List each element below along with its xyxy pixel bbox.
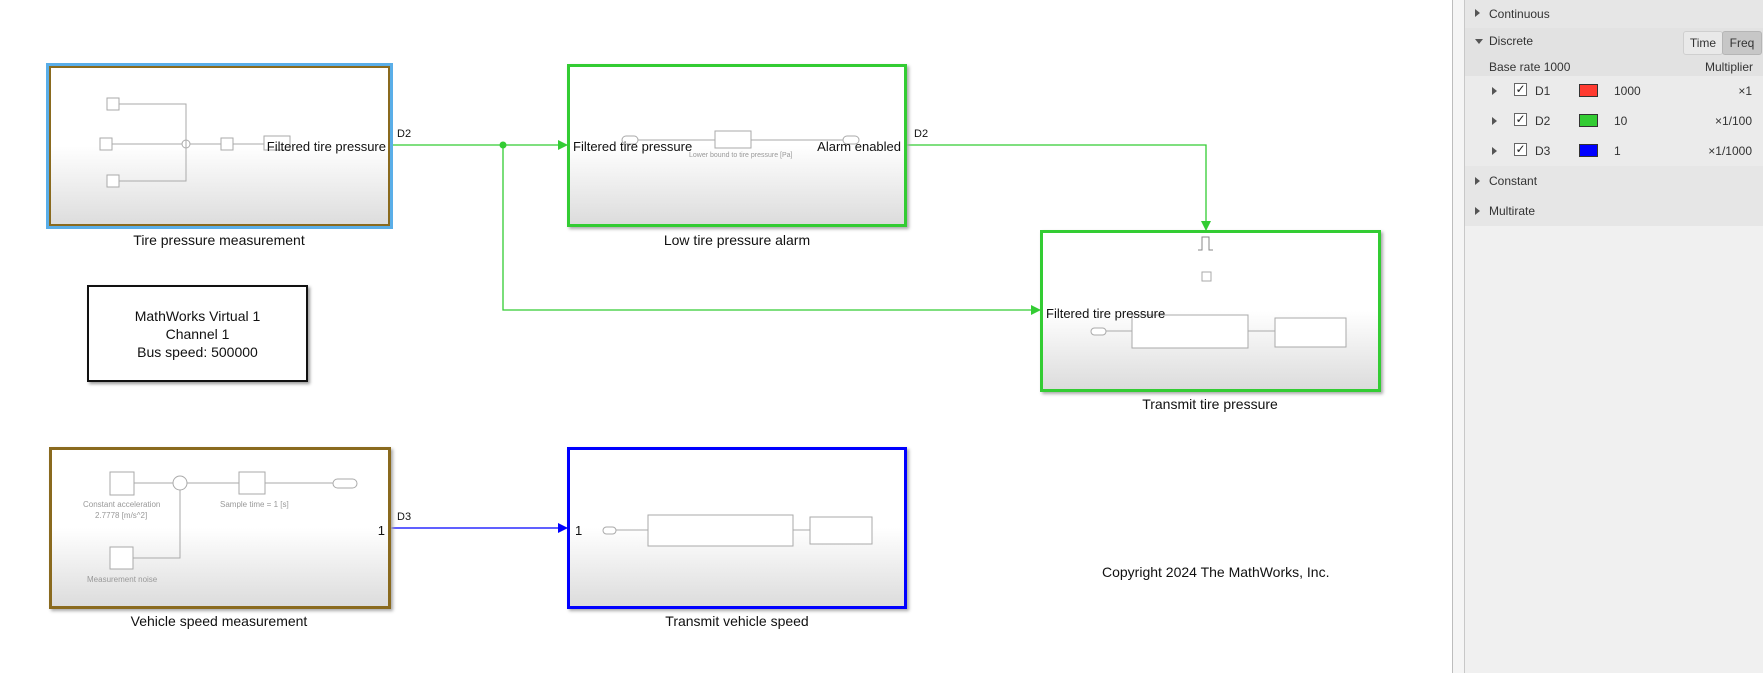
section-constant-label: Constant [1489, 174, 1538, 188]
output-port-number: 1 [377, 523, 385, 538]
rate-row-d1[interactable]: ✓ D1 1000 ×1 [1465, 76, 1763, 106]
inner-constant-label: Lower bound to tire pressure [Pa] [689, 152, 793, 159]
note-line-2: Channel 1 [165, 326, 230, 342]
note-line-3: Bus speed: 500000 [137, 344, 258, 360]
expand-arrow-icon[interactable] [1492, 147, 1497, 155]
transmit-vehicle-speed-caption: Transmit vehicle speed [665, 613, 809, 629]
rate-color-swatch[interactable] [1579, 144, 1598, 157]
output-port-label: Alarm enabled [817, 139, 901, 154]
rate-color-swatch[interactable] [1579, 114, 1598, 127]
tire-pressure-measurement-caption: Tire pressure measurement [133, 232, 305, 248]
collapse-arrow-icon[interactable] [1475, 39, 1483, 44]
constant-acceleration-value: 2.7778 [m/s^2] [95, 511, 148, 520]
expand-arrow-icon[interactable] [1475, 207, 1480, 215]
sample-time-label: Sample time = 1 [s] [220, 500, 289, 509]
signal-lines [389, 140, 1211, 533]
rate-value: 1000 [1614, 84, 1641, 98]
visibility-checkbox[interactable]: ✓ [1514, 82, 1527, 96]
freq-toggle-button[interactable]: Freq [1722, 31, 1762, 55]
section-multirate-label: Multirate [1489, 204, 1536, 218]
input-port-label: Filtered tire pressure [1046, 306, 1166, 321]
rate-row-d3[interactable]: ✓ D3 1 ×1/1000 [1465, 136, 1763, 166]
base-rate-label: Base rate 1000 [1489, 60, 1571, 74]
expand-arrow-icon[interactable] [1492, 87, 1497, 95]
time-toggle-button[interactable]: Time [1683, 31, 1723, 55]
multiplier-header: Multiplier [1704, 60, 1753, 74]
expand-arrow-icon[interactable] [1475, 177, 1480, 185]
trigger-icon [1198, 236, 1213, 251]
section-continuous[interactable]: Continuous [1465, 0, 1763, 28]
rate-value: 1 [1614, 144, 1621, 158]
transmit-vehicle-speed-block[interactable]: 1 [567, 447, 907, 609]
transmit-tire-pressure-caption: Transmit tire pressure [1142, 396, 1278, 412]
section-constant[interactable]: Constant [1465, 166, 1763, 196]
note-line-1: MathWorks Virtual 1 [134, 308, 261, 324]
tire-pressure-measurement-block[interactable]: Filtered tire pressure [46, 63, 393, 229]
subsystem-preview [1090, 236, 1347, 349]
rate-value: 10 [1614, 114, 1628, 128]
expand-arrow-icon[interactable] [1492, 117, 1497, 125]
vehicle-speed-measurement-block[interactable]: Constant acceleration 2.7778 [m/s^2] Sam… [49, 447, 391, 609]
input-port-number: 1 [575, 523, 583, 538]
signal-line-branch[interactable] [502, 145, 1041, 315]
subsystem-preview [109, 471, 358, 570]
rate-name: D2 [1535, 114, 1551, 128]
rate-color-swatch[interactable] [1579, 84, 1598, 97]
signal-label-d2: D2 [397, 128, 412, 140]
rate-row-d2[interactable]: ✓ D2 10 ×1/100 [1465, 106, 1763, 136]
low-tire-pressure-alarm-block[interactable]: Lower bound to tire pressure [Pa] Filter… [567, 64, 907, 227]
subsystem-preview [621, 130, 860, 149]
subsystem-preview [99, 97, 291, 188]
rate-multiplier: ×1/100 [1714, 114, 1752, 128]
copyright-text: Copyright 2024 The MathWorks, Inc. [1102, 564, 1330, 580]
section-discrete-label: Discrete [1489, 34, 1534, 48]
vehicle-speed-measurement-caption: Vehicle speed measurement [130, 613, 308, 629]
input-port-label: Filtered tire pressure [573, 139, 693, 154]
model-canvas[interactable]: D2 D2 D3 Filtered tire pressure Tire pre… [0, 0, 1452, 673]
signal-label-d3: D3 [397, 511, 412, 523]
rate-multiplier: ×1/1000 [1708, 144, 1752, 158]
low-tire-pressure-alarm-caption: Low tire pressure alarm [663, 232, 811, 248]
timing-legend-panel[interactable]: Continuous Discrete Time Freq Base rate … [1452, 0, 1763, 673]
section-continuous-label: Continuous [1489, 7, 1550, 21]
output-port-label: Filtered tire pressure [266, 139, 386, 154]
panel-resize-strip[interactable] [1453, 0, 1465, 673]
can-channel-note: MathWorks Virtual 1 Channel 1 Bus speed:… [87, 285, 308, 382]
expand-arrow-icon[interactable] [1475, 9, 1480, 17]
rate-name: D3 [1535, 144, 1551, 158]
rate-multiplier: ×1 [1738, 84, 1752, 98]
constant-acceleration-label: Constant acceleration [83, 500, 161, 509]
block-rate-border [49, 66, 390, 226]
signal-line-alarm-enabled[interactable] [907, 144, 1211, 231]
visibility-checkbox[interactable]: ✓ [1514, 142, 1527, 156]
subsystem-preview [602, 514, 873, 547]
measurement-noise-label: Measurement noise [87, 575, 158, 584]
visibility-checkbox[interactable]: ✓ [1514, 112, 1527, 126]
signal-label-d2-alarm: D2 [914, 128, 929, 140]
section-multirate[interactable]: Multirate [1465, 196, 1763, 226]
rate-name: D1 [1535, 84, 1551, 98]
transmit-tire-pressure-block[interactable]: Filtered tire pressure [1040, 230, 1381, 392]
